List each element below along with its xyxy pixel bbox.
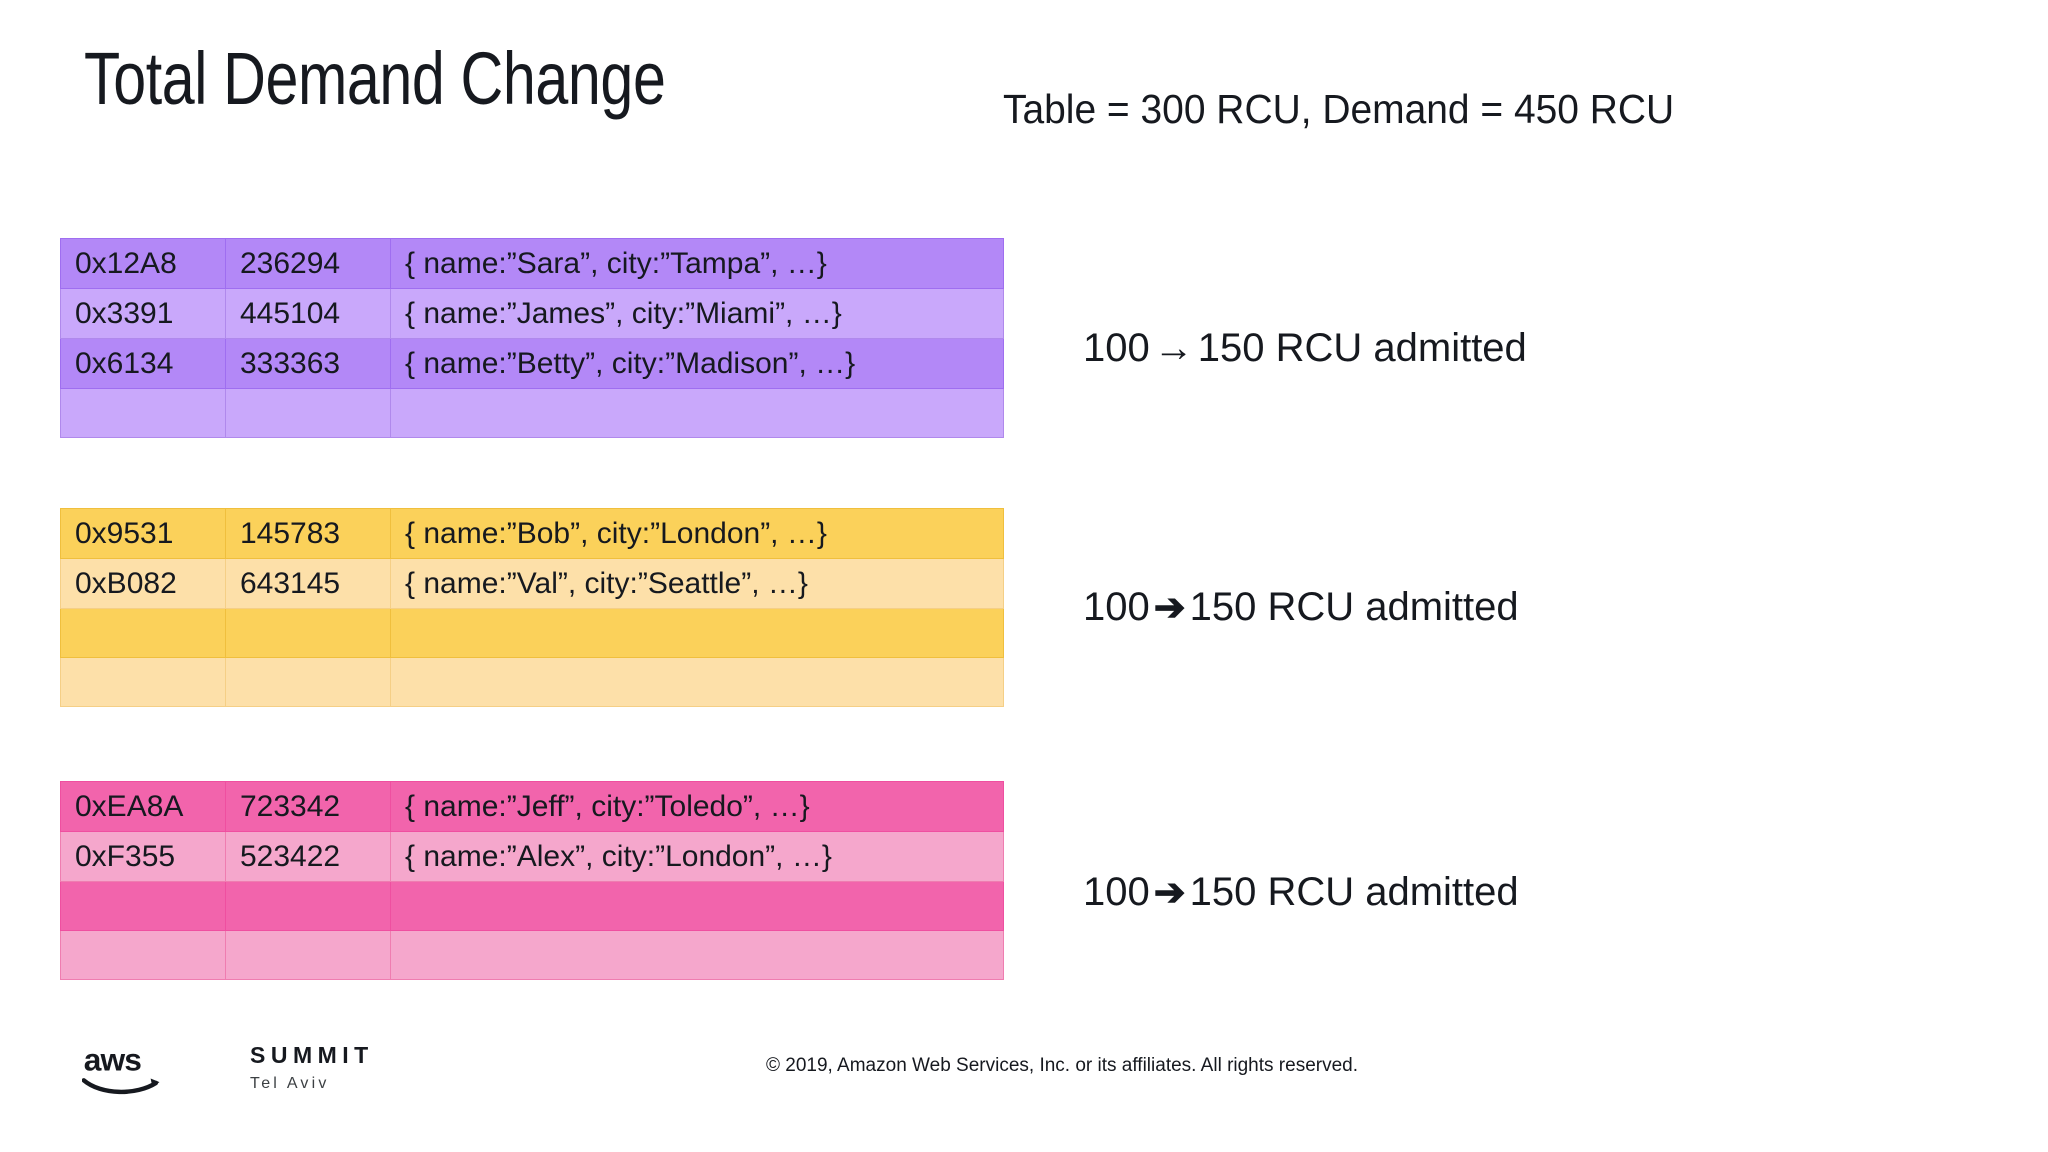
cell-key [60,930,226,980]
page-title: Total Demand Change [84,37,666,120]
annotation-rcu-yellow: 100➔150 RCU admitted [1083,585,1519,630]
cell-key [60,881,226,931]
cell-value: 333363 [225,338,391,389]
cell-value: 523422 [225,831,391,882]
partition-table-pink: 0xEA8A 723342 { name:”Jeff”, city:”Toled… [60,781,1004,980]
cell-document: { name:”Betty”, city:”Madison”, …} [390,338,1004,389]
table-row-empty [60,388,1004,438]
cell-document: { name:”Jeff”, city:”Toledo”, …} [390,781,1004,832]
cell-key: 0xEA8A [60,781,226,832]
annotation-after-value: 150 RCU admitted [1197,326,1527,370]
partition-table-purple: 0x12A8 236294 { name:”Sara”, city:”Tampa… [60,238,1004,438]
cell-value: 145783 [225,508,391,559]
annotation-rcu-purple: 100→150 RCU admitted [1083,326,1527,371]
cell-document [390,930,1004,980]
table-row: 0xF355 523422 { name:”Alex”, city:”Londo… [60,831,1004,882]
cell-value: 445104 [225,288,391,339]
cell-key [60,608,226,658]
arrow-right-icon: → [1153,326,1194,370]
table-row: 0x3391 445104 { name:”James”, city:”Miam… [60,288,1004,339]
aws-logo-icon: aws [82,1042,160,1095]
cell-document [390,881,1004,931]
table-row-empty [60,608,1004,658]
cell-key: 0x12A8 [60,238,226,289]
table-row-empty [60,881,1004,931]
annotation-before-value: 100 [1083,585,1150,629]
cell-key: 0x6134 [60,338,226,389]
cell-value [225,657,391,707]
partition-table-yellow: 0x9531 145783 { name:”Bob”, city:”London… [60,508,1004,707]
table-row-empty [60,657,1004,707]
cell-key: 0x9531 [60,508,226,559]
cell-document [390,608,1004,658]
table-row: 0x12A8 236294 { name:”Sara”, city:”Tampa… [60,238,1004,289]
cell-document [390,388,1004,438]
subtitle-capacity-summary: Table = 300 RCU, Demand = 450 RCU [1003,86,1675,132]
cell-key [60,388,226,438]
summit-label: SUMMIT [250,1042,374,1068]
cell-key: 0xF355 [60,831,226,882]
cell-document: { name:”Bob”, city:”London”, …} [390,508,1004,559]
table-row: 0x6134 333363 { name:”Betty”, city:”Madi… [60,338,1004,389]
svg-text:aws: aws [84,1042,141,1078]
cell-value [225,608,391,658]
cell-value [225,881,391,931]
annotation-before-value: 100 [1083,870,1150,914]
table-row: 0xB082 643145 { name:”Val”, city:”Seattl… [60,558,1004,609]
cell-key [60,657,226,707]
cell-document: { name:”Alex”, city:”London”, …} [390,831,1004,882]
table-row-empty [60,930,1004,980]
annotation-before-value: 100 [1083,326,1150,370]
cell-key: 0xB082 [60,558,226,609]
cell-document: { name:”Sara”, city:”Tampa”, …} [390,238,1004,289]
arrow-right-icon: ➔ [1153,872,1186,914]
cell-document [390,657,1004,707]
summit-text-block: SUMMIT Tel Aviv [250,1044,374,1092]
arrow-right-icon: ➔ [1153,587,1186,629]
annotation-after-value: 150 RCU admitted [1189,870,1519,914]
cell-value [225,930,391,980]
cell-value: 643145 [225,558,391,609]
annotation-after-value: 150 RCU admitted [1189,585,1519,629]
cell-value: 723342 [225,781,391,832]
annotation-rcu-pink: 100➔150 RCU admitted [1083,870,1519,915]
summit-city-label: Tel Aviv [250,1075,330,1092]
aws-summit-logo: aws SUMMIT Tel Aviv [82,1040,374,1096]
cell-key: 0x3391 [60,288,226,339]
cell-value [225,388,391,438]
cell-document: { name:”Val”, city:”Seattle”, …} [390,558,1004,609]
cell-document: { name:”James”, city:”Miami”, …} [390,288,1004,339]
copyright-notice: © 2019, Amazon Web Services, Inc. or its… [766,1055,1359,1076]
table-row: 0xEA8A 723342 { name:”Jeff”, city:”Toled… [60,781,1004,832]
cell-value: 236294 [225,238,391,289]
table-row: 0x9531 145783 { name:”Bob”, city:”London… [60,508,1004,559]
